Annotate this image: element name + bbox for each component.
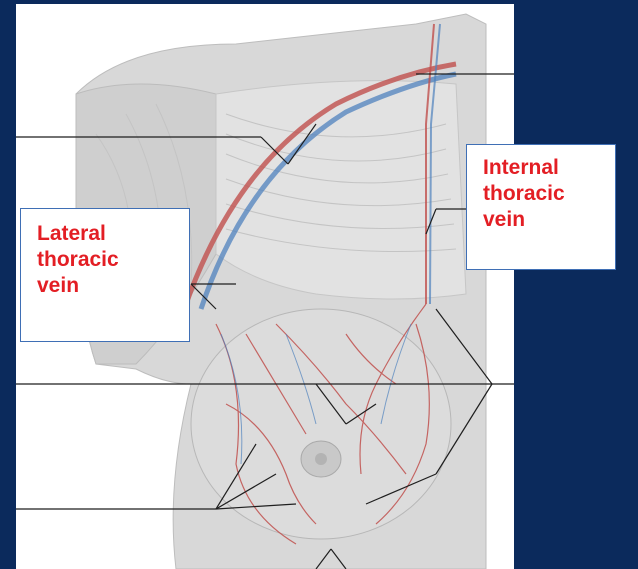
label-line: Internal <box>483 155 615 181</box>
breast-outline <box>191 309 451 539</box>
label-line: thoracic <box>37 247 189 273</box>
nipple <box>315 453 327 465</box>
label-line: Lateral <box>37 221 189 247</box>
lateral-thoracic-vein-label: Lateral thoracic vein <box>20 208 190 342</box>
label-line: vein <box>37 273 189 299</box>
label-line: thoracic <box>483 181 615 207</box>
label-line: vein <box>483 207 615 233</box>
internal-thoracic-vein-label: Internal thoracic vein <box>466 144 616 270</box>
